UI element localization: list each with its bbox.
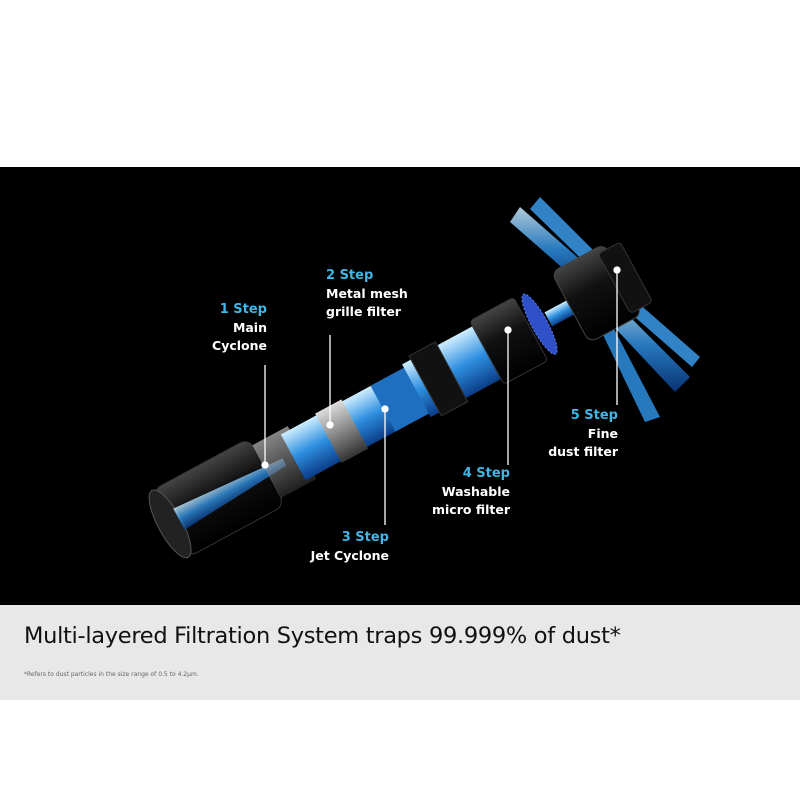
step-number: 1 Step (219, 302, 267, 317)
callout-lines (261, 266, 621, 525)
step-4-label: 4 Step Washable micro filter (432, 465, 510, 519)
step-name: grille filter (326, 304, 401, 319)
step-number: 4 Step (462, 466, 510, 481)
step-name: Main (232, 320, 267, 335)
step-3-label: 3 Step Jet Cyclone (311, 529, 389, 565)
headline: Multi-layered Filtration System traps 99… (24, 623, 621, 649)
step-2-label: 2 Step Metal mesh grille filter (326, 267, 408, 321)
product-illustration: 1 Step Main Cyclone 2 Step Metal mesh gr… (0, 167, 800, 605)
step-name: Metal mesh (326, 286, 408, 301)
step-number: 5 Step (570, 408, 618, 423)
vacuum-filter-diagram (148, 197, 700, 559)
step-name: Washable (441, 484, 510, 499)
step-1-label: 1 Step Main Cyclone (212, 301, 267, 355)
step-name: micro filter (432, 502, 510, 517)
caption-band: Multi-layered Filtration System traps 99… (0, 605, 800, 700)
footnote: *Refers to dust particles in the size ra… (24, 671, 199, 678)
step-name: Cyclone (212, 338, 267, 353)
step-number: 3 Step (341, 530, 389, 545)
step-name: dust filter (548, 444, 618, 459)
step-name: Fine (587, 426, 618, 441)
step-name: Jet Cyclone (310, 548, 389, 563)
step-5-label: 5 Step Fine dust filter (548, 407, 618, 461)
step-number: 2 Step (326, 268, 374, 283)
